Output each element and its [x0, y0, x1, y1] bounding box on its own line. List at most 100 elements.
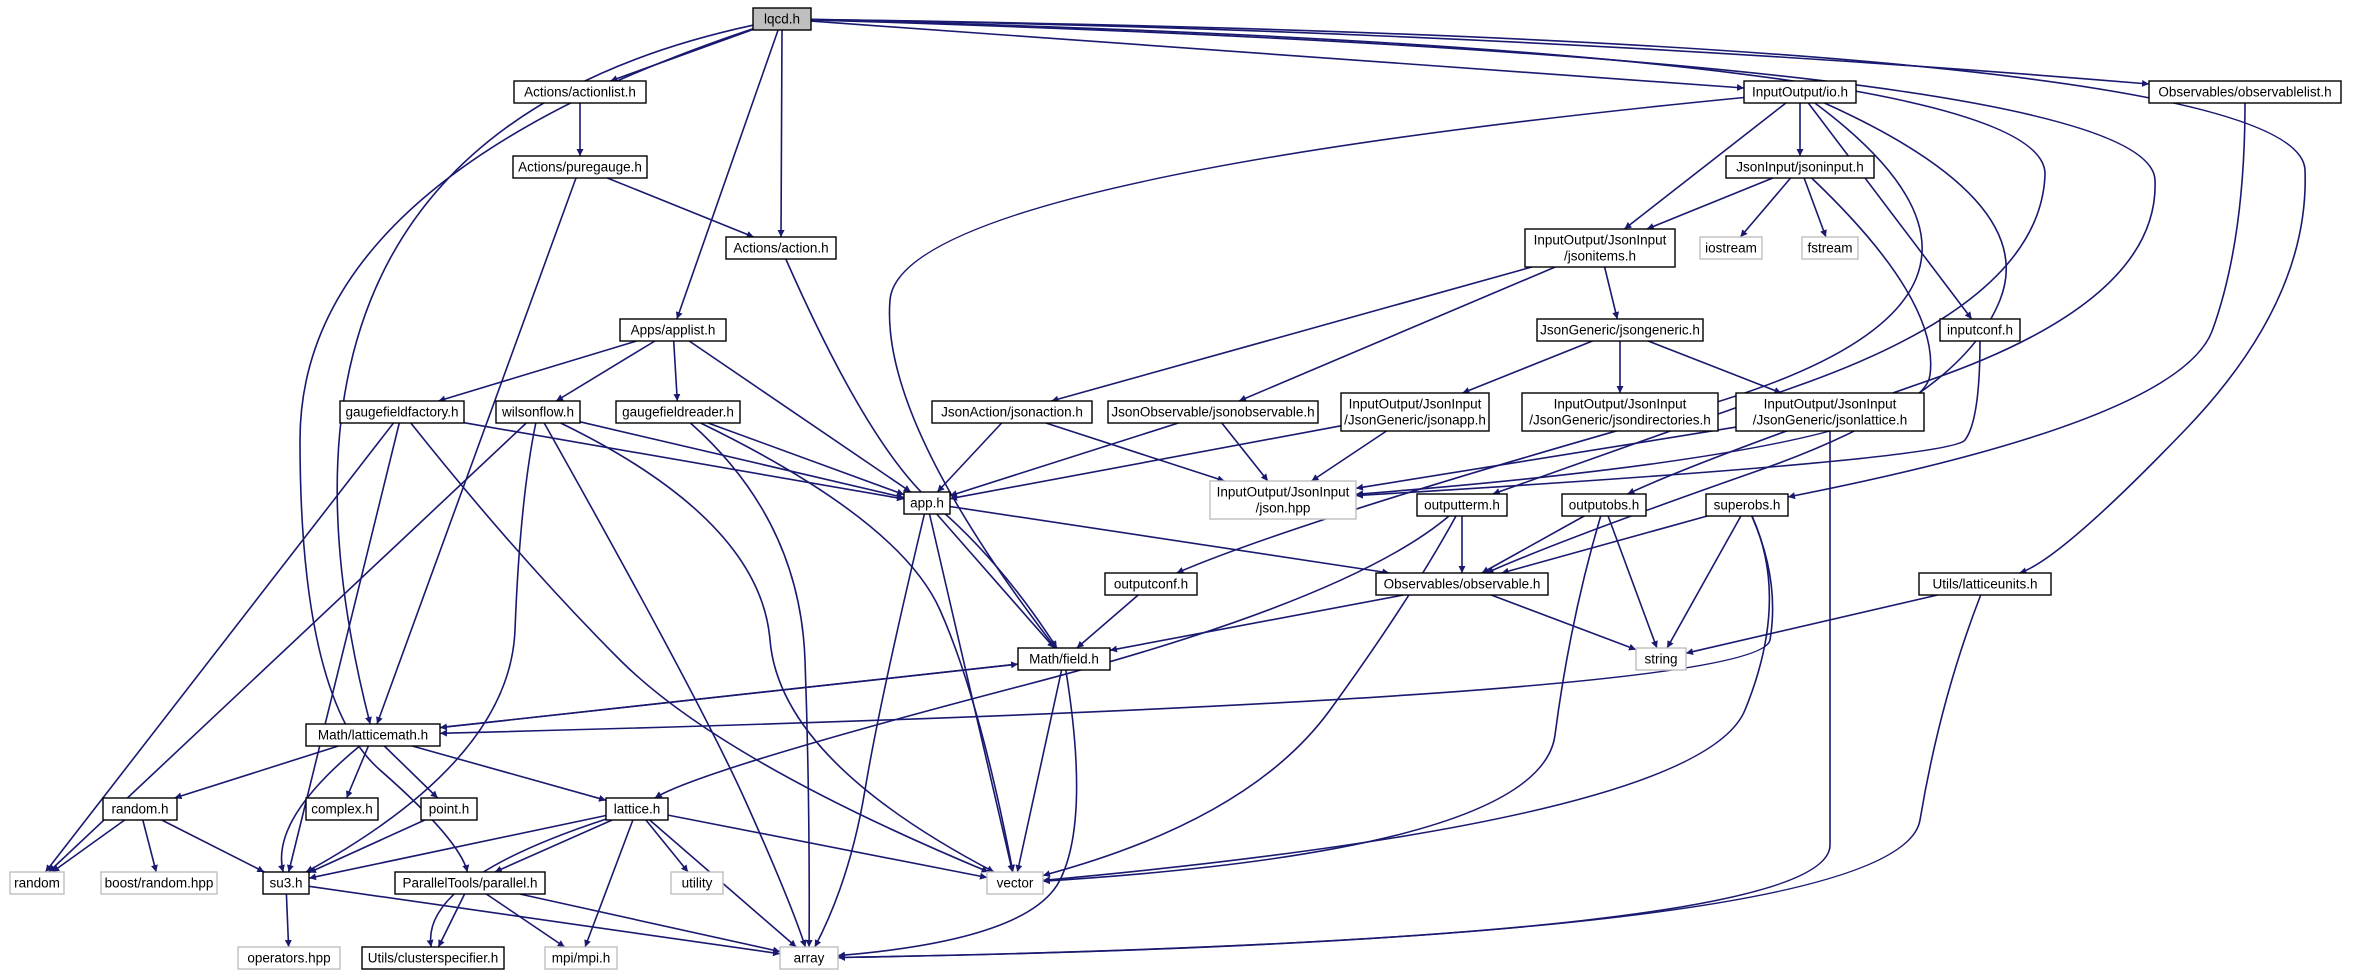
edge-random_h-to-random	[51, 819, 126, 873]
node-point[interactable]: point.h	[420, 797, 478, 821]
edge-io-to-jsonitems	[1623, 102, 1787, 230]
node-jsonaction[interactable]: JsonAction/jsonaction.h	[931, 400, 1093, 424]
edge-jsonitems-to-jsonaction	[1051, 266, 1533, 403]
node-jsoninput[interactable]: JsonInput/jsoninput.h	[1725, 155, 1875, 179]
edge-app-to-array	[814, 513, 926, 948]
node-jsonobservable[interactable]: JsonObservable/jsonobservable.h	[1107, 400, 1319, 424]
edge-gaugefieldreader-to-array	[689, 422, 813, 948]
node-label: JsonInput/jsoninput.h	[1736, 160, 1864, 175]
node-field[interactable]: Math/field.h	[1017, 647, 1111, 671]
edge-jsoninput-to-jsonitems	[1646, 177, 1774, 230]
node-box	[1725, 155, 1875, 179]
node-box	[605, 797, 669, 821]
edge-parallel-to-mpi	[485, 893, 566, 948]
node-jsongeneric[interactable]: JsonGeneric/jsongeneric.h	[1536, 318, 1704, 342]
node-box	[512, 155, 648, 179]
edge-random_h-to-boostrandom	[142, 819, 158, 873]
node-box	[1209, 480, 1357, 520]
node-clusterspecifier[interactable]: Utils/clusterspecifier.h	[361, 946, 505, 970]
node-label: fstream	[1807, 241, 1852, 256]
edge-puregauge-to-latticemath	[376, 177, 577, 725]
node-latticemath[interactable]: Math/latticemath.h	[305, 723, 441, 747]
node-gaugefieldreader[interactable]: gaugefieldreader.h	[615, 400, 741, 424]
node-box	[986, 871, 1044, 895]
edge-jsonitems-to-jsonobservable	[1238, 266, 1556, 402]
node-jsondirectories[interactable]: InputOutput/JsonInput/JsonGeneric/jsondi…	[1521, 392, 1719, 432]
edge-latticemath-to-point	[383, 745, 439, 799]
node-label: string	[1644, 652, 1677, 667]
node-inputconf[interactable]: inputconf.h	[1939, 318, 2021, 342]
node-utility: utility	[670, 871, 724, 895]
node-box	[1017, 647, 1111, 671]
node-lattice[interactable]: lattice.h	[605, 797, 669, 821]
node-box	[619, 318, 727, 342]
edge-lqcd-to-actionlist	[610, 28, 754, 82]
node-label: random	[14, 876, 60, 891]
edge-wilsonflow-to-array	[543, 422, 807, 948]
node-vector: vector	[986, 871, 1044, 895]
edge-app-to-observable	[949, 505, 1390, 576]
node-box	[1918, 572, 2052, 596]
node-label: Actions/action.h	[733, 241, 828, 256]
node-label: superobs.h	[1714, 498, 1781, 513]
node-box	[1561, 493, 1647, 517]
edge-superobs-to-vector	[1042, 515, 1771, 884]
edge-outputobs-to-vector	[1042, 515, 1602, 885]
node-label: su3.h	[269, 876, 302, 891]
node-parallel[interactable]: ParallelTools/parallel.h	[394, 871, 546, 895]
node-label: /jsonitems.h	[1564, 249, 1636, 264]
node-box	[394, 871, 546, 895]
node-jsonlattice[interactable]: InputOutput/JsonInput/JsonGeneric/jsonla…	[1735, 392, 1925, 432]
node-gaugefieldfactory[interactable]: gaugefieldfactory.h	[339, 400, 465, 424]
node-box	[779, 946, 839, 970]
node-box	[495, 400, 581, 424]
node-su3[interactable]: su3.h	[262, 871, 310, 895]
node-box	[305, 797, 379, 821]
node-box	[1939, 318, 2021, 342]
node-actionlist[interactable]: Actions/actionlist.h	[513, 80, 647, 104]
node-puregauge[interactable]: Actions/puregauge.h	[512, 155, 648, 179]
node-applist[interactable]: Apps/applist.h	[619, 318, 727, 342]
edge-lqcd-to-observablelist	[810, 18, 2150, 87]
node-superobs[interactable]: superobs.h	[1705, 493, 1789, 517]
node-box	[305, 723, 441, 747]
edges-layer	[44, 18, 2306, 961]
nodes-layer: lqcd.hActions/actionlist.hActions/purega…	[9, 7, 2342, 970]
node-label: /JsonGeneric/jsondirectories.h	[1529, 413, 1711, 428]
edge-parallel-to-array	[519, 893, 781, 954]
node-random_h[interactable]: random.h	[102, 797, 178, 821]
node-box	[1801, 236, 1859, 260]
node-complex[interactable]: complex.h	[305, 797, 379, 821]
node-box	[1104, 572, 1198, 596]
edge-jsonobservable-to-jsonhpp	[1221, 422, 1269, 482]
node-box	[361, 946, 505, 970]
node-outputterm[interactable]: outputterm.h	[1416, 493, 1508, 517]
node-box	[1735, 392, 1925, 432]
edge-superobs-to-string	[1666, 515, 1742, 649]
node-box	[102, 797, 178, 821]
node-outputconf[interactable]: outputconf.h	[1104, 572, 1198, 596]
node-observablelist[interactable]: Observables/observablelist.h	[2148, 80, 2342, 104]
node-wilsonflow[interactable]: wilsonflow.h	[495, 400, 581, 424]
node-app[interactable]: app.h	[903, 491, 951, 515]
edge-field-to-array	[837, 669, 1078, 959]
node-latticeunits[interactable]: Utils/latticeunits.h	[1918, 572, 2052, 596]
edge-outputobs-to-string	[1607, 515, 1658, 649]
edge-io-to-field	[888, 96, 1745, 649]
node-outputobs[interactable]: outputobs.h	[1561, 493, 1647, 517]
node-action[interactable]: Actions/action.h	[725, 236, 837, 260]
node-operators: operators.hpp	[237, 946, 341, 970]
node-iostream: iostream	[1699, 236, 1763, 260]
node-observable[interactable]: Observables/observable.h	[1375, 572, 1549, 596]
edge-puregauge-to-action	[607, 177, 754, 238]
edge-observable-to-string	[1490, 594, 1637, 651]
node-jsonapp[interactable]: InputOutput/JsonInput/JsonGeneric/jsonap…	[1340, 392, 1490, 432]
node-lqcd[interactable]: lqcd.h	[752, 7, 812, 31]
node-io[interactable]: InputOutput/io.h	[1743, 80, 1857, 104]
node-jsonitems[interactable]: InputOutput/JsonInput/jsonitems.h	[1524, 228, 1676, 268]
edge-action-to-field	[785, 258, 1058, 649]
node-box	[1524, 228, 1676, 268]
node-box	[725, 236, 837, 260]
edge-jsongeneric-to-jsonapp	[1462, 340, 1593, 394]
